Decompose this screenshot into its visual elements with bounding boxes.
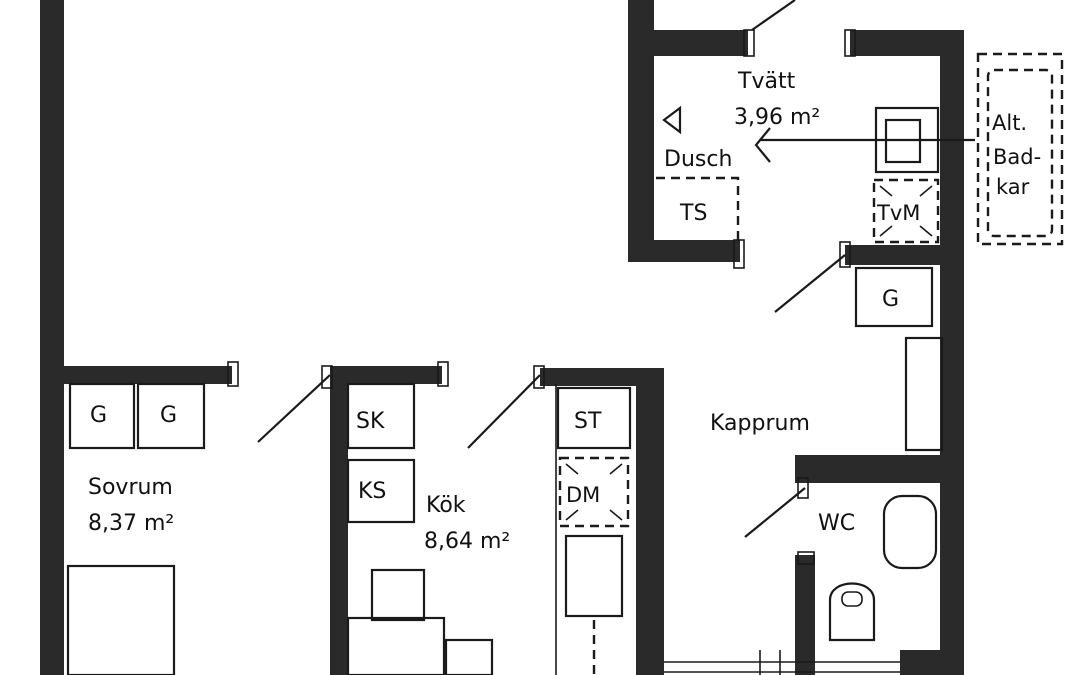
label-tvm: TvM xyxy=(876,201,920,225)
room-area-sovrum: 8,37 m² xyxy=(88,511,174,536)
label-dm: DM xyxy=(566,483,600,507)
room-name-tvatt: Tvätt xyxy=(737,69,796,94)
g-hall-box xyxy=(854,266,934,328)
wall-kok-left xyxy=(330,366,348,675)
wall-right-outer xyxy=(940,30,964,675)
chair xyxy=(370,568,426,622)
sovrum-fixtures xyxy=(66,382,206,675)
label-ts: TS xyxy=(679,201,707,226)
door-swing-top xyxy=(751,0,796,31)
door-swing-tvatt xyxy=(774,254,846,313)
kok-fixtures xyxy=(346,382,632,675)
wall-tvatt-bottom xyxy=(628,240,740,262)
alt-badkar-tub xyxy=(986,68,1054,238)
wall-tvatt-top-left xyxy=(628,30,748,56)
wardrobe-g-1 xyxy=(68,382,136,450)
wc-sink xyxy=(882,494,938,570)
room-name-kok: Kök xyxy=(426,493,466,518)
hall-cabinet xyxy=(904,336,944,452)
tvatt-fixtures xyxy=(656,52,1064,452)
alt-badkar-line1: Alt. xyxy=(992,111,1027,135)
alt-badkar-line3: kar xyxy=(996,175,1030,199)
bottom-threshold xyxy=(664,650,900,675)
wall-bottom-right xyxy=(900,650,960,675)
wall-kok-top xyxy=(330,366,442,384)
door-swing-sovrum xyxy=(257,374,331,443)
wall-wc-left xyxy=(795,555,815,675)
label-sk: SK xyxy=(356,409,385,434)
label-ks: KS xyxy=(358,479,386,504)
wall-kok-right xyxy=(636,368,664,675)
label-g-sovrum-2: G xyxy=(160,403,177,428)
toilet xyxy=(828,582,876,642)
alt-badkar-line2: Bad- xyxy=(993,145,1041,169)
label-st: ST xyxy=(574,409,602,434)
labels: Tvätt 3,96 m² Dusch TS TvM Alt. Bad- kar… xyxy=(88,69,1041,554)
tvm-box xyxy=(872,178,940,244)
label-g-sovrum-1: G xyxy=(90,403,107,428)
bed xyxy=(66,564,176,675)
dm-box xyxy=(558,456,630,528)
st-box xyxy=(556,386,632,450)
room-area-tvatt: 3,96 m² xyxy=(734,105,820,130)
kitchen-table xyxy=(346,616,446,675)
wall-wc-top xyxy=(795,455,955,483)
wall-left-outer xyxy=(40,0,64,675)
wall-tvatt-tvm-bottom xyxy=(845,245,945,265)
label-dusch: Dusch xyxy=(664,147,732,172)
sk-box xyxy=(346,382,416,450)
door-swing-kok xyxy=(467,374,541,449)
ks-box xyxy=(346,458,416,524)
kitchen-chair-2 xyxy=(444,638,494,675)
wall-st-top xyxy=(540,368,662,386)
walls xyxy=(40,0,964,675)
wc-fixtures xyxy=(828,494,938,642)
wall-sovrum-top xyxy=(64,366,232,384)
room-name-sovrum: Sovrum xyxy=(88,475,173,500)
wardrobe-g-2 xyxy=(136,382,206,450)
sink-counter xyxy=(564,534,624,618)
alt-badkar-outer xyxy=(976,52,1064,246)
shower-head-icon xyxy=(662,105,682,135)
room-name-wc: WC xyxy=(818,511,855,536)
room-area-kok: 8,64 m² xyxy=(424,529,510,554)
room-name-kapprum: Kapprum xyxy=(710,411,810,436)
arrow-head xyxy=(754,127,771,163)
door-swing-wc xyxy=(744,487,806,538)
ts-box xyxy=(656,176,740,240)
door-swings xyxy=(257,0,846,538)
label-g-hall: G xyxy=(882,287,899,312)
